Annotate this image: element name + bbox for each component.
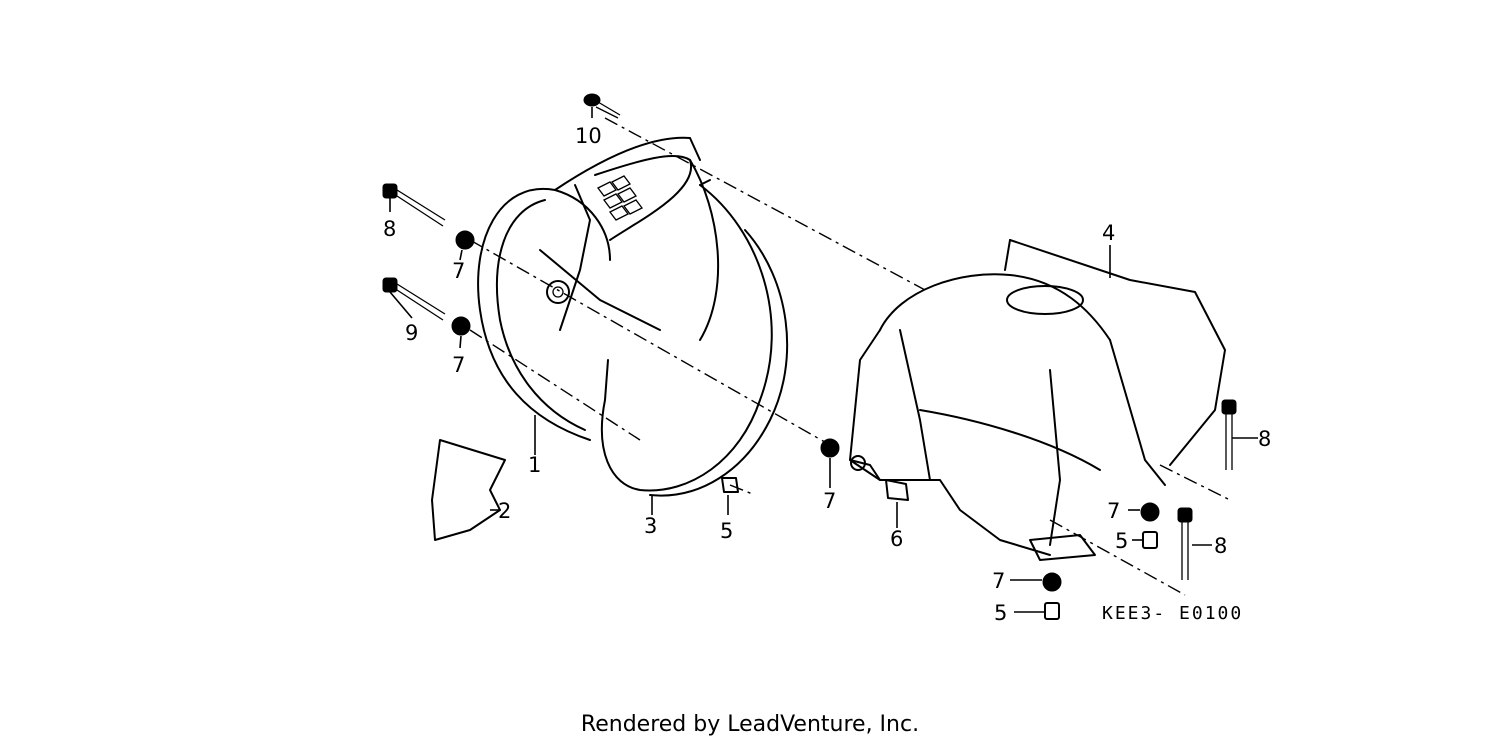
collars [721,477,1158,620]
callout-5-right: 5 [1115,529,1128,553]
callout-8-top-left: 8 [383,217,396,241]
callout-7-right: 7 [1107,499,1120,523]
callout-1: 1 [528,453,541,477]
leader-lines [389,107,1258,613]
callout-7-upper-left: 7 [452,259,465,283]
callout-7-center: 7 [823,489,836,513]
callout-9: 9 [405,321,418,345]
callout-labels: 10 8 7 9 7 1 2 3 5 7 6 4 8 7 5 8 7 5 KEE… [383,124,1271,625]
engine-cover-part [849,239,1226,561]
callout-7-bottom: 7 [992,569,1005,593]
grommets [451,230,1160,592]
diagram-code: KEE3- E0100 [1102,603,1243,624]
callout-4: 4 [1102,221,1115,245]
callout-10: 10 [575,124,602,148]
bolt-8-bottom-right [1177,507,1193,580]
fan-shroud-part [477,136,720,441]
callout-5-bottom: 5 [994,601,1007,625]
callout-3: 3 [644,514,657,538]
shroud-vent-grille [597,175,643,221]
callout-8-right: 8 [1258,427,1271,451]
bolt-8-top-left [382,183,446,227]
callout-8-bottom-right: 8 [1214,534,1227,558]
callout-5-center: 5 [720,519,733,543]
bolt-10-top [583,93,621,119]
callout-2: 2 [498,499,511,523]
bolt-9-left [382,277,446,321]
callout-7-lower-left: 7 [452,353,465,377]
alignment-lines [469,117,1231,596]
credit-text: Rendered by LeadVenture, Inc. [580,712,920,737]
callout-6: 6 [890,527,903,551]
guard-plate-part [431,439,506,541]
shroud-strip-part [600,179,789,497]
bolt-8-right [1221,399,1237,470]
